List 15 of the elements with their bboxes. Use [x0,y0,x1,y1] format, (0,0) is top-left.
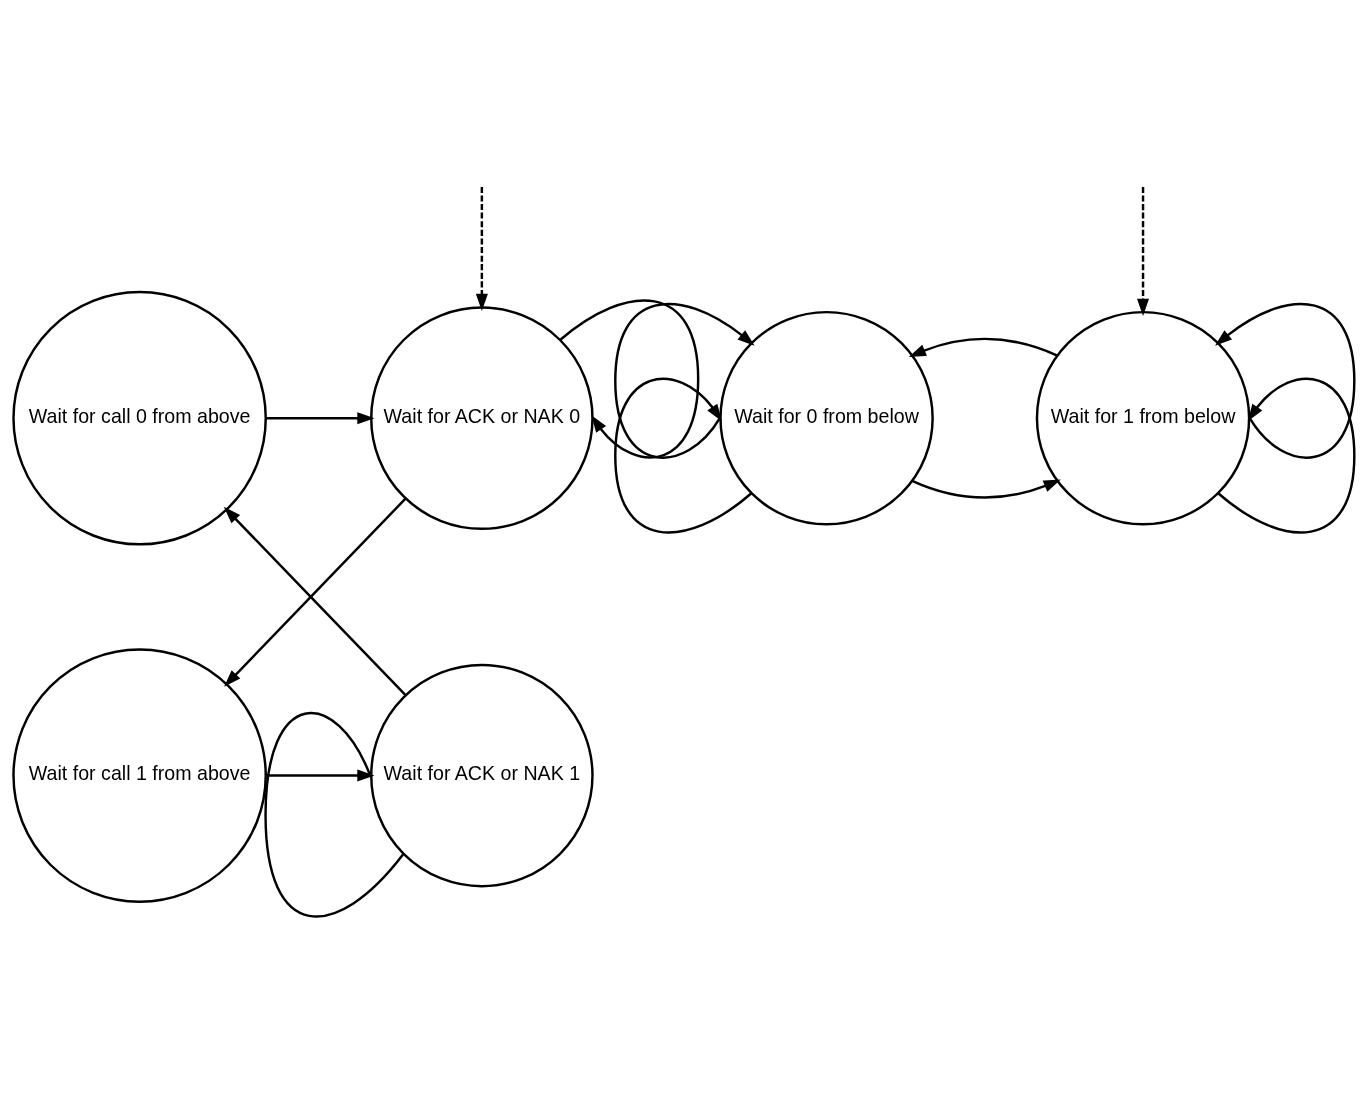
node-circle: Wait for call 0 from above [12,290,267,546]
arrow [265,411,375,424]
connector [264,711,405,917]
node-circle: Wait for 1 from below [1035,310,1251,525]
arrow [908,337,1058,357]
node-circle: Wait for ACK or NAK 1 [370,663,594,887]
arrow [1137,186,1150,316]
node-circle: Wait for call 1 from above [12,647,267,903]
arrow [475,186,488,311]
arrow [911,478,1061,499]
arrow [265,769,375,782]
node-circle: Wait for ACK or NAK 0 [370,305,594,530]
arrow [614,302,755,459]
arrow [1215,302,1356,459]
node-circle: Wait for 0 from below [719,310,934,525]
